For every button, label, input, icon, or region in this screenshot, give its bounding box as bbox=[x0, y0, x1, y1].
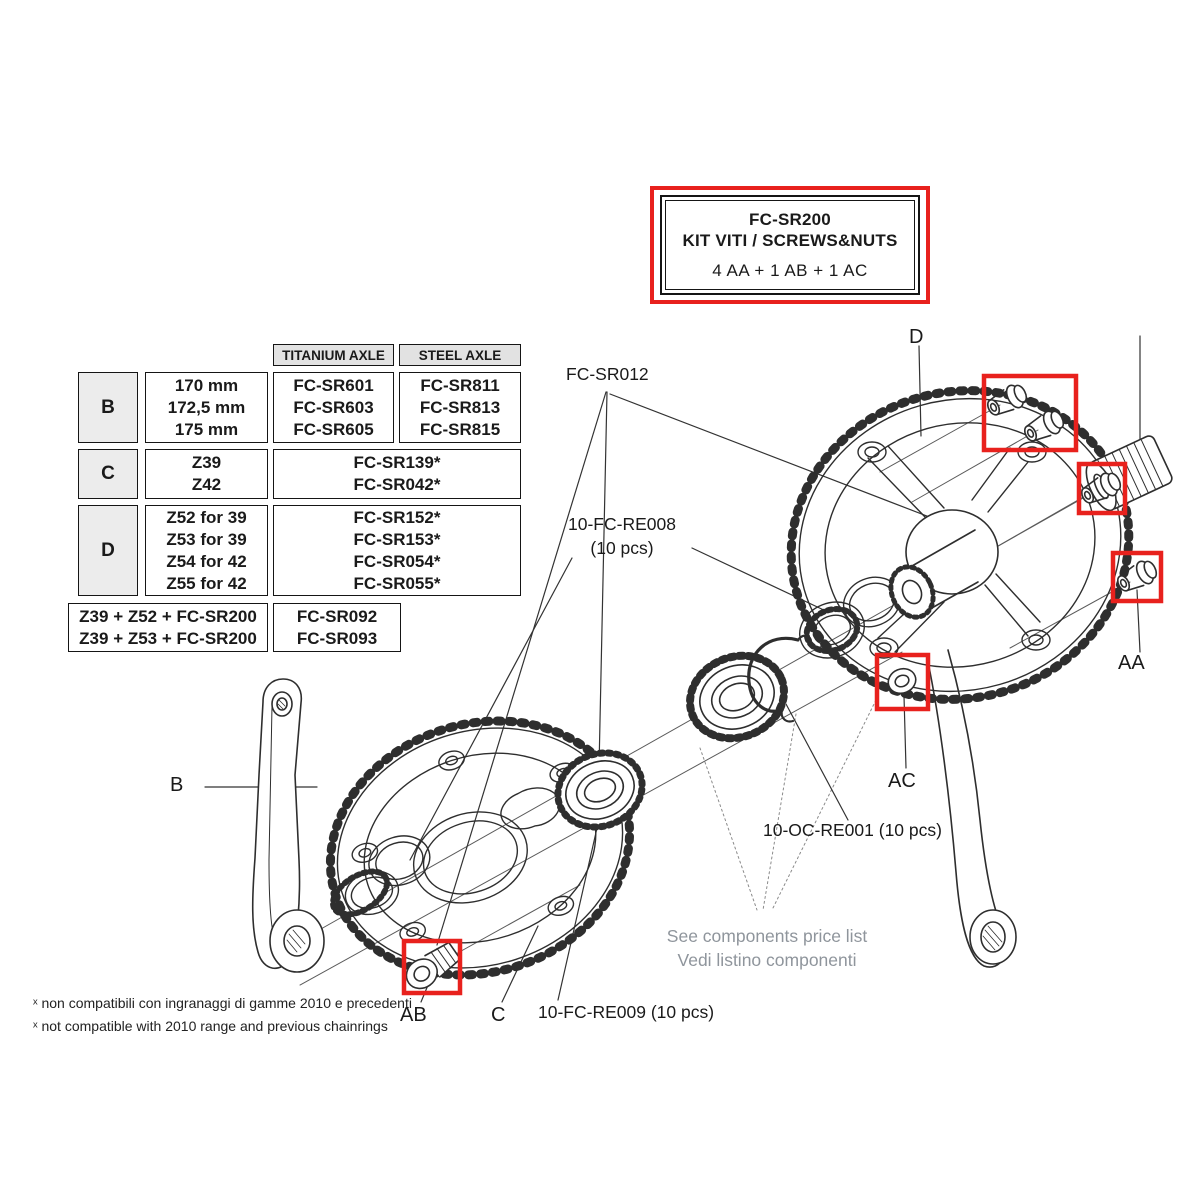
header-titanium-axle: TITANIUM AXLE bbox=[273, 344, 394, 366]
combo-2: Z39 + Z53 + FC-SR200 bbox=[79, 628, 257, 648]
nut-ac bbox=[887, 667, 917, 695]
highlight-boxes bbox=[401, 373, 1164, 996]
callout-ac: AC bbox=[888, 770, 916, 792]
kit-subtitle: KIT VITI / SCREWS&NUTS bbox=[682, 231, 898, 250]
row-d-size-4: Z55 for 42 bbox=[166, 573, 247, 593]
row-c-codes: FC-SR139* FC-SR042* bbox=[273, 449, 521, 499]
row-d-code-2: FC-SR153* bbox=[353, 529, 441, 549]
row-d-sizes: Z52 for 39 Z53 for 39 Z54 for 42 Z55 for… bbox=[145, 505, 268, 596]
row-b-titanium: FC-SR601 FC-SR603 FC-SR605 bbox=[273, 372, 394, 443]
leader-lines bbox=[204, 335, 1141, 1003]
row-d-codes: FC-SR152* FC-SR153* FC-SR054* FC-SR055* bbox=[273, 505, 521, 596]
row-c-code-2: FC-SR042* bbox=[353, 475, 441, 494]
bearing-cup bbox=[686, 651, 788, 743]
screw-aa-1 bbox=[982, 379, 1031, 422]
crank-boss-hatch bbox=[286, 929, 306, 953]
label-10-fc-re008-line1: 10-FC-RE008 bbox=[568, 514, 676, 534]
row-d-size-2: Z53 for 39 bbox=[166, 529, 247, 549]
combo-code-1: FC-SR092 bbox=[296, 606, 378, 626]
highlight-box-aa-screw bbox=[1110, 550, 1164, 604]
row-d-code-4: FC-SR055* bbox=[353, 573, 441, 593]
label-10-fc-re008-line2: (10 pcs) bbox=[590, 538, 654, 558]
combo-1: Z39 + Z52 + FC-SR200 bbox=[79, 606, 257, 626]
row-b-ti-1: FC-SR601 bbox=[293, 375, 374, 395]
right-crank-arm bbox=[927, 649, 1017, 968]
highlight-box-top-screws bbox=[981, 373, 1079, 453]
highlight-box-ab-bolt bbox=[401, 938, 463, 996]
kit-title: FC-SR200 bbox=[749, 210, 831, 229]
footnote-it: ˣ non compatibili con ingranaggi di gamm… bbox=[33, 995, 412, 1011]
price-list-note: See components price list Vedi listino c… bbox=[648, 924, 886, 972]
kit-box: FC-SR200 KIT VITI / SCREWS&NUTS 4 AA + 1… bbox=[650, 186, 930, 304]
row-b-size-1: 170 mm bbox=[174, 375, 239, 395]
chainring-c bbox=[325, 716, 635, 980]
row-c-size-2: Z42 bbox=[191, 475, 222, 494]
highlight-box-mid-screw bbox=[1076, 461, 1128, 516]
combo-codes-cell: FC-SR092 FC-SR093 bbox=[273, 603, 401, 652]
label-10-fc-re008: 10-FC-RE008 (10 pcs) bbox=[556, 512, 688, 560]
callout-b: B bbox=[170, 774, 184, 796]
price-list-note-en: See components price list bbox=[666, 926, 868, 946]
row-b-st-3: FC-SR815 bbox=[419, 419, 501, 439]
kit-contents: 4 AA + 1 AB + 1 AC bbox=[712, 261, 868, 280]
row-d-size-3: Z54 for 42 bbox=[166, 551, 247, 571]
label-10-oc-re001: 10-OC-RE001 (10 pcs) bbox=[763, 820, 942, 840]
callout-d: D bbox=[909, 326, 924, 348]
chainring-d-assembly bbox=[786, 386, 1134, 968]
row-c-code: C bbox=[78, 449, 138, 499]
kit-box-inner-frame: FC-SR200 KIT VITI / SCREWS&NUTS 4 AA + 1… bbox=[660, 195, 920, 295]
label-10-fc-re009: 10-FC-RE009 (10 pcs) bbox=[538, 1002, 715, 1022]
combo-cell: Z39 + Z52 + FC-SR200 Z39 + Z53 + FC-SR20… bbox=[68, 603, 268, 652]
row-b-st-2: FC-SR813 bbox=[419, 397, 501, 417]
pedal-hole-hatch bbox=[277, 699, 286, 711]
axle-spindle bbox=[888, 564, 936, 620]
row-b-ti-3: FC-SR605 bbox=[293, 419, 374, 439]
bolt-ab bbox=[405, 941, 462, 990]
row-b-steel: FC-SR811 FC-SR813 FC-SR815 bbox=[399, 372, 521, 443]
row-b-ti-2: FC-SR603 bbox=[293, 397, 374, 417]
row-b-size-3: 175 mm bbox=[174, 419, 239, 439]
row-b-st-1: FC-SR811 bbox=[420, 375, 500, 395]
lockring-cup bbox=[554, 749, 646, 831]
price-list-note-it: Vedi listino componenti bbox=[677, 950, 857, 970]
label-fc-sr012: FC-SR012 bbox=[566, 364, 649, 384]
callout-ab: AB bbox=[400, 1004, 427, 1026]
callout-c: C bbox=[491, 1004, 506, 1026]
row-d-code-1: FC-SR152* bbox=[353, 507, 441, 527]
row-b-sizes: 170 mm 172,5 mm 175 mm bbox=[145, 372, 268, 443]
header-steel-axle: STEEL AXLE bbox=[399, 344, 521, 366]
callout-aa: AA bbox=[1118, 652, 1145, 674]
row-b-code: B bbox=[78, 372, 138, 443]
dotted-reference-lines bbox=[699, 699, 877, 911]
combo-code-2: FC-SR093 bbox=[296, 628, 378, 648]
row-d-size-1: Z52 for 39 bbox=[166, 507, 247, 527]
row-b-size-2: 172,5 mm bbox=[167, 397, 246, 417]
footnote-en: ˣ not compatible with 2010 range and pre… bbox=[33, 1018, 388, 1034]
row-d-code-3: FC-SR054* bbox=[353, 551, 441, 571]
row-c-code-1: FC-SR139* bbox=[353, 453, 441, 472]
row-d-code: D bbox=[78, 505, 138, 596]
highlight-box-ac-nut bbox=[874, 652, 931, 712]
row-c-sizes: Z39 Z42 bbox=[145, 449, 268, 499]
row-c-size-1: Z39 bbox=[191, 453, 222, 472]
